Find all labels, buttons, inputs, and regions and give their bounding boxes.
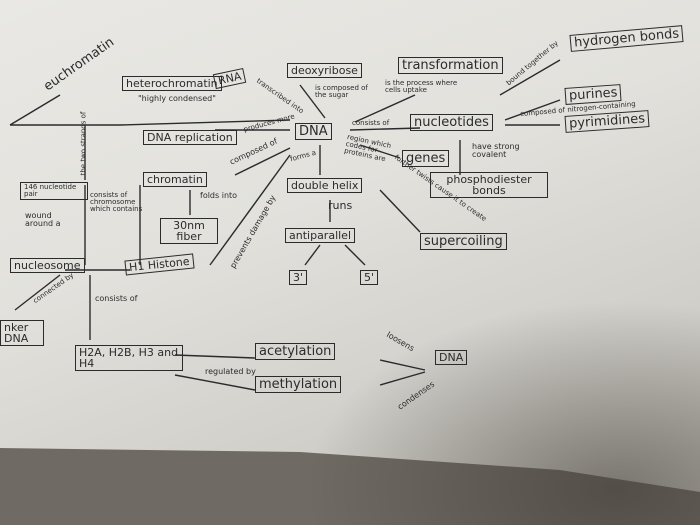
transformation-box: transformation [398, 57, 503, 74]
strong-covalent-label: have strong covalent [472, 142, 520, 159]
consists-of-2-label: consists of [95, 294, 138, 303]
deoxyribose-box: deoxyribose [287, 63, 362, 78]
nucleosome-box: nucleosome [10, 258, 85, 273]
three-prime-box: 3' [289, 270, 308, 285]
transformation-desc: is the process where cells uptake [385, 79, 458, 94]
consists-of-label: consists of [352, 119, 390, 127]
dna-box: DNA [295, 123, 332, 140]
histones-box: H2A, H2B, H3 and H4 [75, 345, 183, 371]
methylation-box: methylation [255, 376, 342, 393]
supercoiling-box: supercoiling [420, 233, 507, 250]
highly-condensed-note: "highly condensed" [138, 94, 216, 103]
dna-2-box: DNA [435, 350, 468, 365]
two-strands-label: the two strands of [79, 111, 88, 176]
phosphodiester-box: phosphodiester bonds [430, 172, 548, 198]
double-helix-box: double helix [287, 178, 363, 193]
heterochromatin-box: heterochromatin [122, 76, 222, 91]
nucleotide-pair-box: 146 nucleotide pair [20, 182, 88, 200]
chromatin-box: chromatin [143, 172, 207, 187]
shadow [280, 285, 700, 525]
dna-replication-box: DNA replication [143, 130, 237, 145]
five-prime-box: 5' [360, 270, 379, 285]
consists-chromosome-label: consists of chromosome which contains [90, 191, 143, 213]
wound-around-label: wound around a [25, 211, 61, 228]
genes-box: genes [402, 150, 450, 167]
linker-dna-box: nker DNA [0, 320, 44, 346]
composed-of-sugar-label: is composed of the sugar [315, 84, 368, 99]
runs-label: runs [328, 199, 353, 212]
antiparallel-box: antiparallel [285, 228, 356, 243]
regulated-by-label: regulated by [205, 367, 256, 376]
folds-into-label: folds into [200, 191, 238, 200]
acetylation-box: acetylation [255, 343, 336, 360]
thirty-nm-fiber-box: 30nm fiber [160, 218, 218, 244]
nucleotides-box: nucleotides [410, 114, 493, 131]
